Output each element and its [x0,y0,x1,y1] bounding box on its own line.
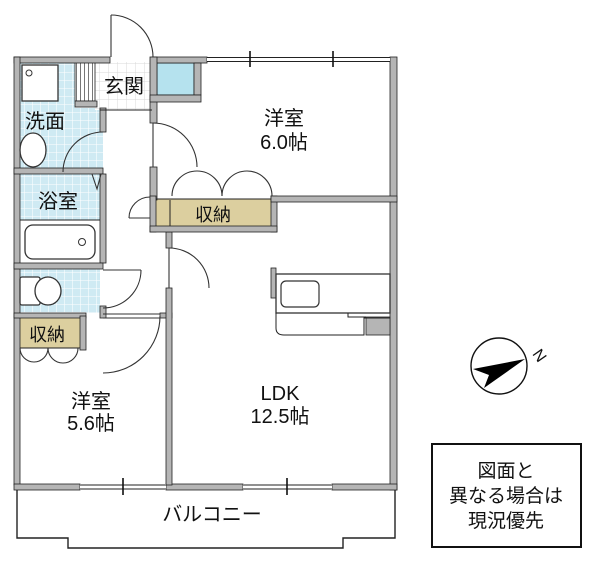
edges [20,109,271,349]
closet-west-fill [20,318,80,348]
room-label-closet-west: 収納 [29,325,65,345]
compass: N [470,337,550,395]
entrance-door [110,14,154,58]
balcony-outline [16,490,396,549]
closet-hall-fill [156,199,271,226]
entry-storage-box [156,62,195,96]
disclaimer-line-1: 図面と [477,461,534,482]
disclaimer-box: 図面と 異なる場合は 現況優先 [431,443,582,548]
disclaimer-line-3: 現況優先 [468,510,544,532]
room-label-balcony: バルコニー [162,504,262,526]
toilet [19,276,62,306]
toilet-door [102,269,142,309]
room-labels: 玄関 洗面 浴室 収納 収納 洋室 6.0帖 洋室 5.6帖 LDK 12.5帖… [25,75,309,526]
ldk-door [168,247,210,289]
window-bottom-ldk [243,478,332,495]
kitchen [275,273,391,336]
kitchen-floor-edge [275,313,390,336]
compass-north-label: N [529,346,550,365]
disclaimer-border [431,443,582,548]
window-bottom-west [80,478,166,495]
western56-door [102,313,161,374]
compass-needle [473,359,525,388]
room-size-western6: 6.0帖 [260,131,308,154]
shoe-cabinet [74,61,96,102]
washroom-door-arc [62,131,104,173]
bathroom-folding-door [91,173,102,191]
doors [19,14,273,374]
fixtures [19,64,391,336]
kitchen-sink [280,280,320,308]
room-label-closet-hall: 収納 [195,205,231,225]
bathroom-floor [20,174,100,220]
room-label-washroom: 洗面 [25,110,65,133]
closet-west-doors [19,347,79,364]
pipe-space [365,316,391,336]
room-label-bathroom: 浴室 [38,190,78,213]
room-size-ldk: 12.5帖 [251,405,310,428]
washbasin-sink [19,132,47,168]
washing-machine-pan [21,64,59,102]
room-label-ldk: LDK [261,383,301,405]
walls [13,56,398,491]
western6-door [152,122,198,168]
disclaimer-line-2: 異なる場合は [449,485,563,507]
window-top [207,51,390,67]
windows [80,51,390,495]
closet-hall-doors [128,170,273,219]
room-label-western56: 洋室 [71,390,111,413]
room-label-western6: 洋室 [264,107,304,130]
room-label-genkan: 玄関 [104,75,144,98]
room-size-western56: 5.6帖 [67,412,115,435]
genkan-floor [95,62,152,110]
bathtub [24,224,96,260]
